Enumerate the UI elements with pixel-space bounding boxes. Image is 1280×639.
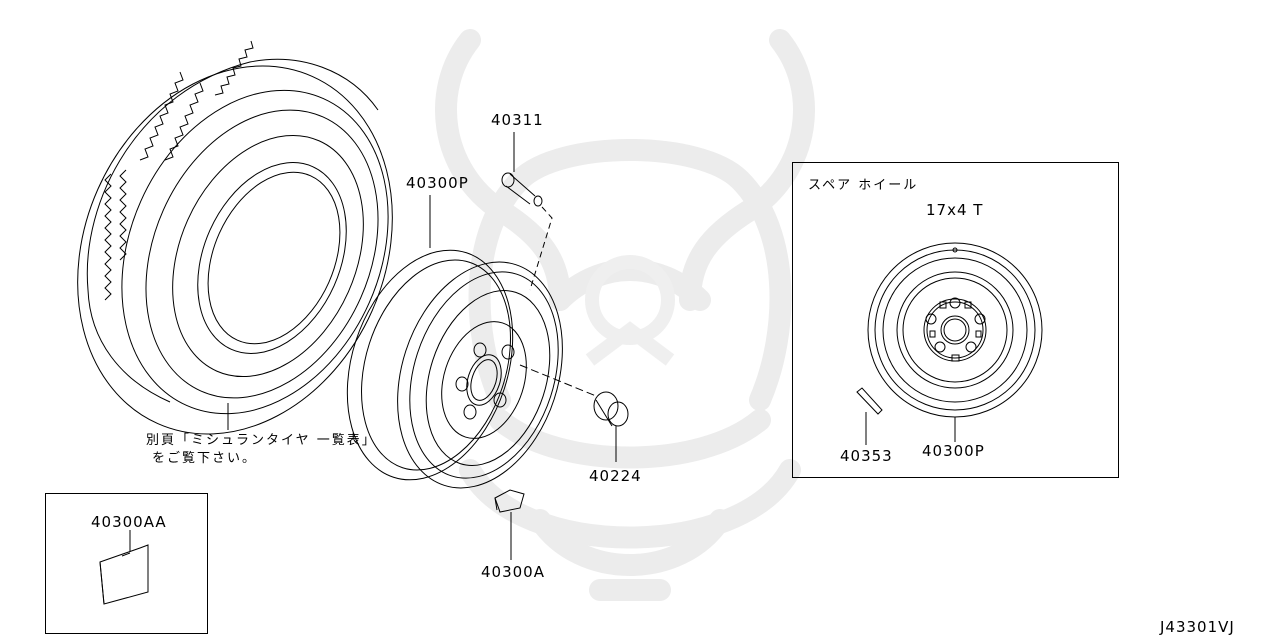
spare-wheel-size: 17x4 T [926,201,984,219]
valve-illustration [501,172,543,207]
part-label-weight[interactable]: 40300A [481,563,545,581]
adhesive-weight-illustration [99,544,149,605]
part-label-wheel[interactable]: 40300P [406,174,469,192]
spare-wheel-illustration [867,242,1043,418]
tire-note-line2: をご覧下さい。 [152,451,258,466]
spare-wheel-inset [792,162,1119,478]
tire-note-line1: 別頁「ミシュランタイヤ 一覧表」 [146,433,377,448]
tire-illustration [77,40,393,435]
drawing-id: J43301VJ [1160,618,1235,636]
balance-weight-illustration [494,489,525,513]
part-label-weight-adhesive[interactable]: 40300AA [91,513,167,531]
lug-nut-illustration [519,364,629,427]
part-label-nut[interactable]: 40224 [589,467,642,485]
adhesive-weight-inset [45,493,208,634]
part-label-valve[interactable]: 40311 [491,111,544,129]
part-label-spare-wheel[interactable]: 40300P [922,442,985,460]
part-label-spare-weight[interactable]: 40353 [840,447,893,465]
spare-wheel-title: スペア ホイール [808,178,919,193]
wheel-illustration [346,249,563,489]
